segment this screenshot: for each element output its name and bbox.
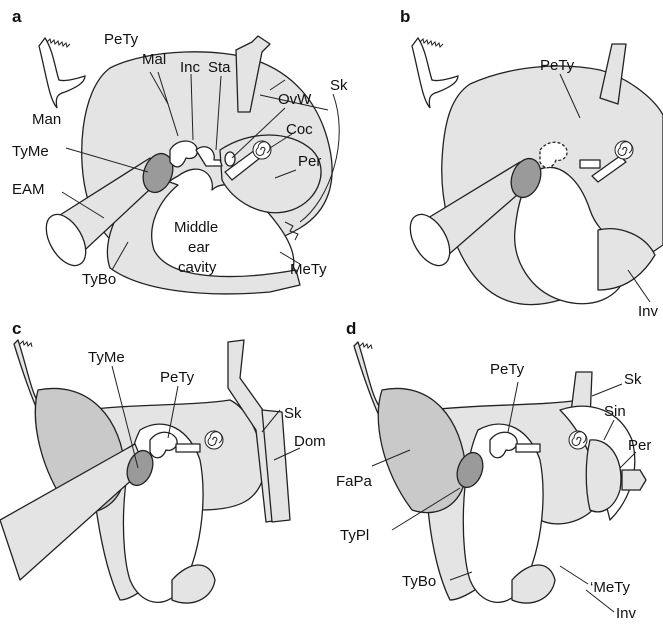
- cochlea-shape-d: [569, 431, 587, 449]
- ossicle-stapes-shape-b: [580, 160, 600, 168]
- label-ovw-a: OvW: [278, 91, 312, 108]
- label-sk-a: Sk: [330, 77, 348, 94]
- label-tybo-d: TyBo: [402, 573, 436, 590]
- panel-b: b PeTy Inv: [400, 7, 663, 320]
- label-typl-d: TyPl: [340, 527, 369, 544]
- oval-window-shape: [225, 152, 235, 166]
- label-ear-a: ear: [188, 239, 210, 256]
- label-inc-a: Inc: [180, 59, 201, 76]
- label-pety-d: PeTy: [490, 361, 525, 378]
- mandible-shape: [39, 38, 85, 108]
- label-coc-a: Coc: [286, 121, 313, 138]
- label-fapa-d: FaPa: [336, 473, 373, 490]
- label-cavity-a: cavity: [178, 259, 217, 276]
- label-tyme-c: TyMe: [88, 349, 125, 366]
- ossicle-stapes-shape-d: [516, 444, 540, 452]
- panel-c: c TyMe PeTy Sk Dom: [0, 319, 326, 603]
- label-per-d: Per: [628, 437, 651, 454]
- leader-mety-d: [560, 566, 588, 584]
- leader-sk-d: [592, 384, 622, 396]
- cochlea-shape-b: [615, 141, 633, 159]
- label-inv-d: Inv: [616, 605, 637, 622]
- label-per-a: Per: [298, 153, 321, 170]
- panel-letter-a: a: [12, 7, 22, 26]
- panel-letter-d: d: [346, 319, 356, 338]
- label-man-a: Man: [32, 111, 61, 128]
- panel-a: a: [12, 7, 348, 294]
- label-sk-d: Sk: [624, 371, 642, 388]
- mandible-shape-b: [412, 38, 458, 108]
- label-mal-a: Mal: [142, 51, 166, 68]
- label-pety-a: PeTy: [104, 31, 139, 48]
- cochlea-shape: [253, 141, 271, 159]
- label-tybo-a: TyBo: [82, 271, 116, 288]
- label-sta-a: Sta: [208, 59, 231, 76]
- panel-letter-c: c: [12, 319, 21, 338]
- cochlea-shape-c: [205, 431, 223, 449]
- label-sk-c: Sk: [284, 405, 302, 422]
- mety-shape-d: [622, 470, 646, 490]
- label-eam-a: EAM: [12, 181, 45, 198]
- label-mety-a: MeTy: [290, 261, 327, 278]
- label-pety-c: PeTy: [160, 369, 195, 386]
- label-pety-b: PeTy: [540, 57, 575, 74]
- panel-letter-b: b: [400, 7, 410, 26]
- label-sin-d: Sin: [604, 403, 626, 420]
- ossicle-stapes-shape-c: [176, 444, 200, 452]
- label-tyme-a: TyMe: [12, 143, 49, 160]
- label-middle-a: Middle: [174, 219, 218, 236]
- label-mety-d: ‘MeTy: [590, 579, 631, 596]
- label-dom-c: Dom: [294, 433, 326, 450]
- panel-d: d PeTy Sk Sin Per FaPa TyPl TyBo ‘MeTy: [336, 319, 651, 622]
- fapa-shape-d: [378, 388, 466, 512]
- label-inv-b: Inv: [638, 303, 659, 320]
